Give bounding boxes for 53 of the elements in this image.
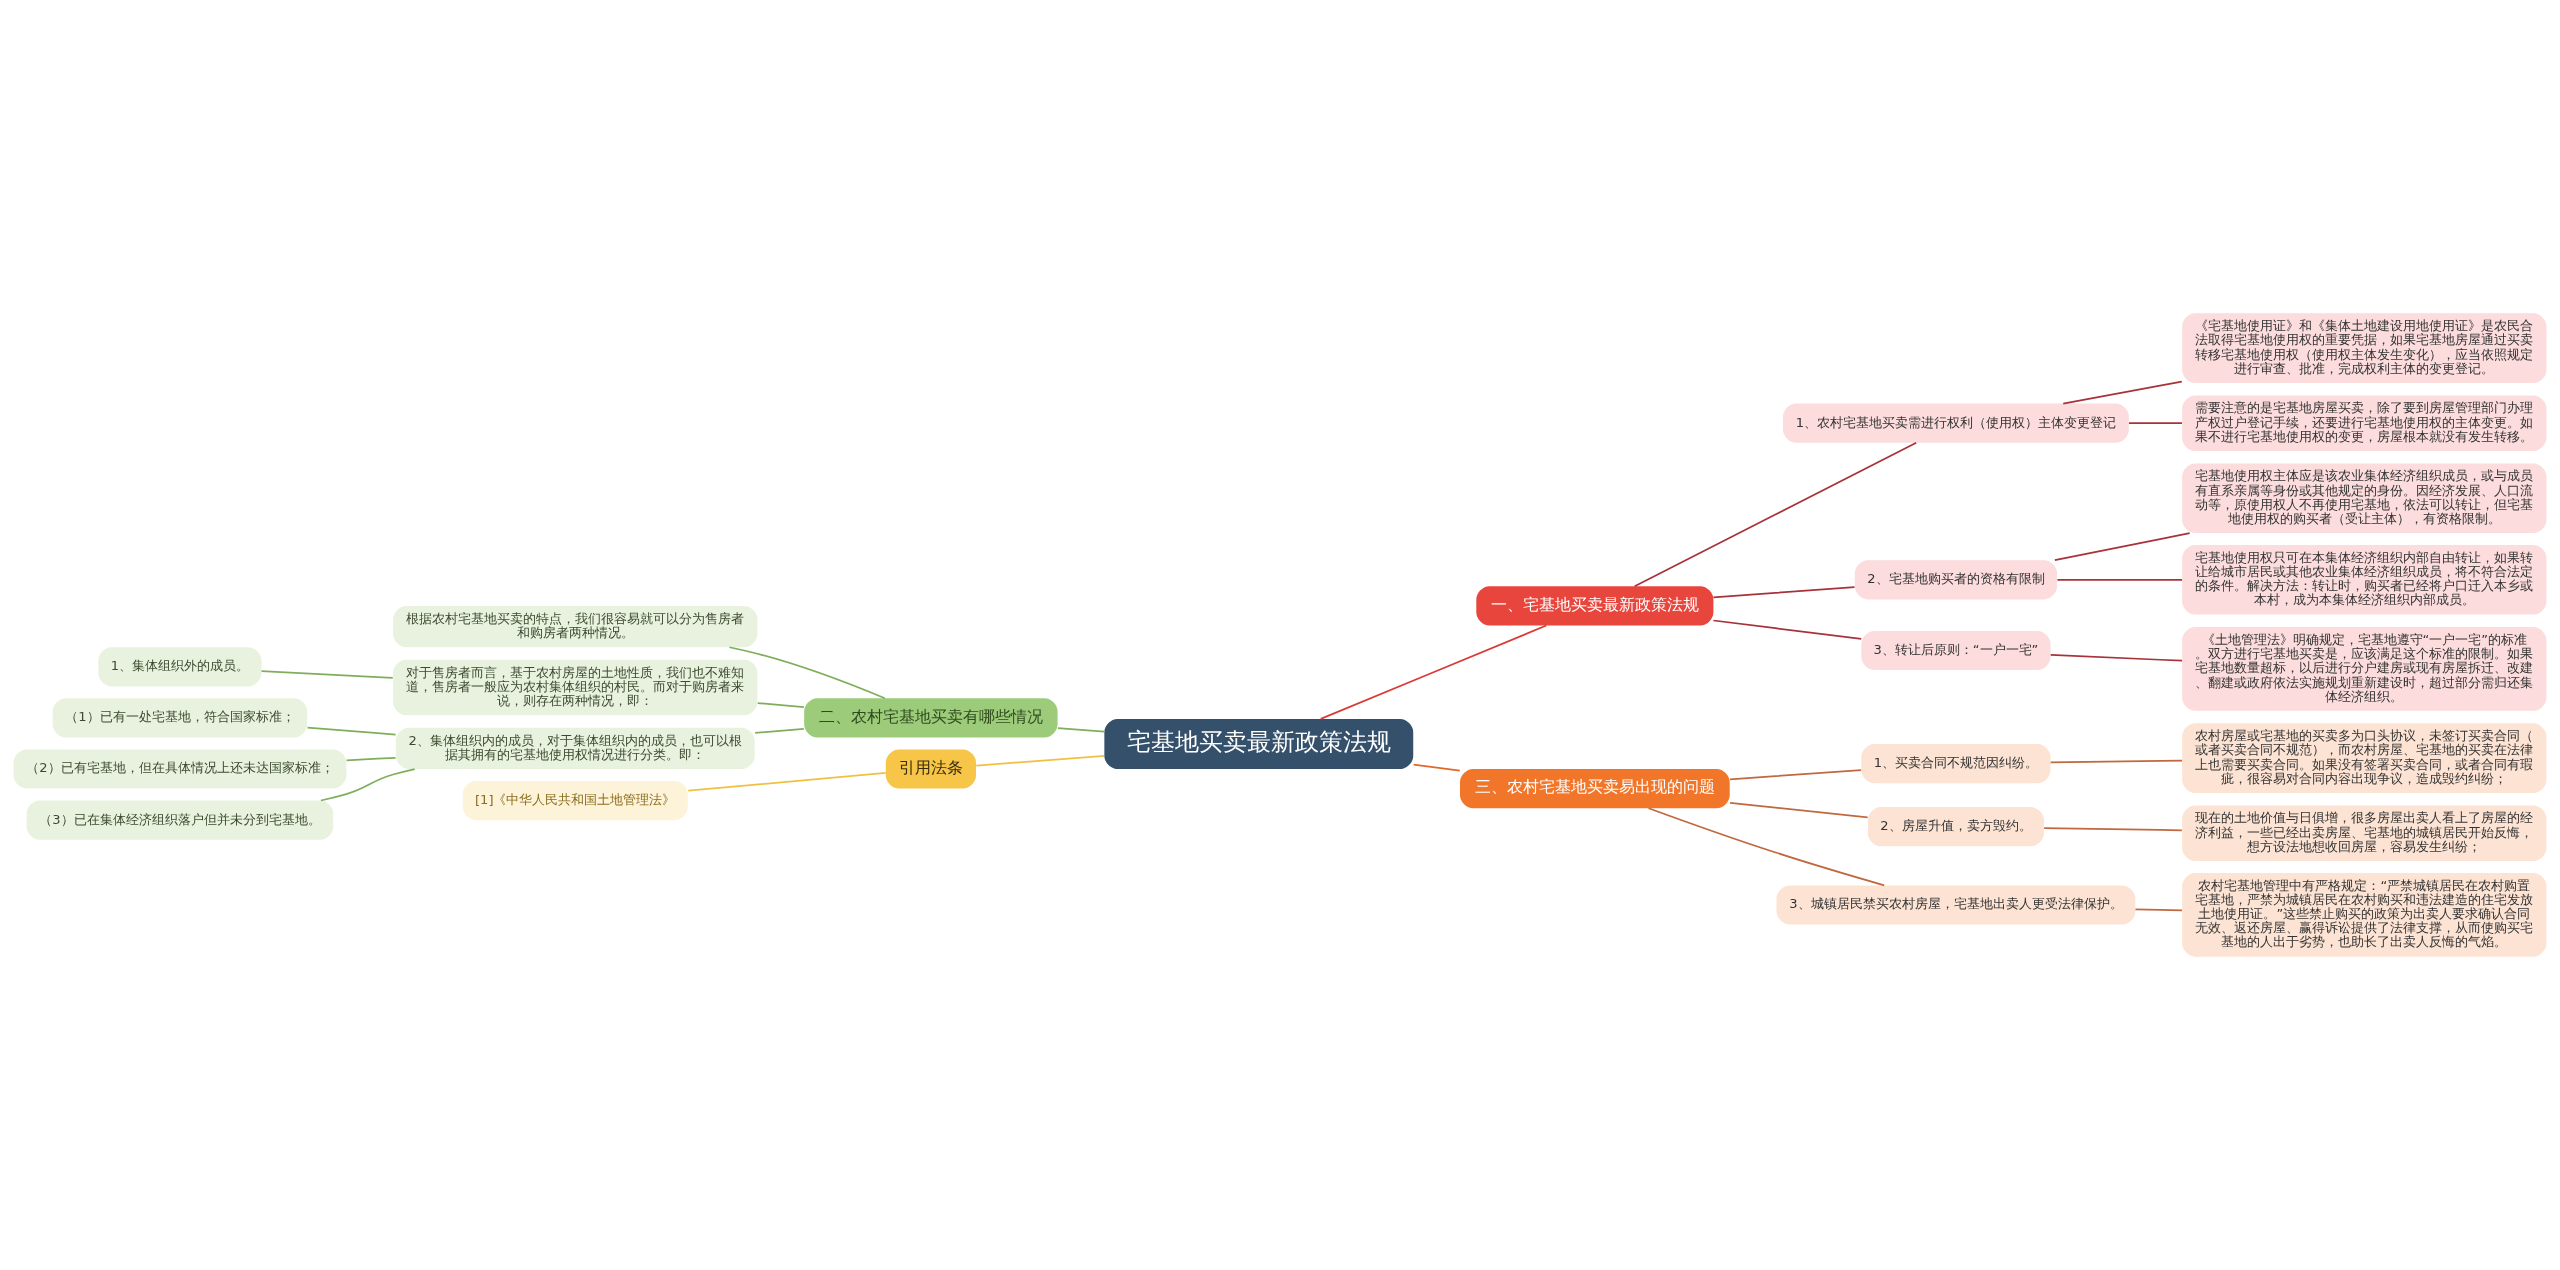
connector <box>1319 624 1548 720</box>
node-box: （2）已有宅基地，但在具体情况上还未达国家标准； <box>13 749 347 789</box>
connector <box>345 756 397 762</box>
node-box: （3）已在集体经济组织落户但并未分到宅基地。 <box>26 800 334 840</box>
connector <box>260 670 394 679</box>
node-box: 《土地管理法》明确规定，宅基地遵守“一户一宅”的标准。双方进行宅基地买卖是，应该满足这个标准的限制。如果宅基地数量超标，以后进行分户建房或现有房屋拆迁、改建、翻建或政府依法实施规划重新建设时，超过部分需归还集体经济组织。 <box>2182 627 2547 711</box>
connector <box>2128 422 2183 425</box>
connector <box>2062 380 2183 405</box>
node-box: 2、宅基地购买者的资格有限制 <box>1854 560 2058 600</box>
node-box: 对于售房者而言，基于农村房屋的土地性质，我们也不难知道，售房者一般应为农村集体组织的村民。而对于购房者来说，则存在两种情况，即： <box>393 659 758 716</box>
connector <box>1729 802 1869 819</box>
connector <box>1633 441 1918 588</box>
connector <box>2043 827 2183 832</box>
node-box: 二、农村宅基地买卖有哪些情况 <box>804 698 1058 738</box>
connector <box>756 702 805 708</box>
connector <box>2134 908 2183 912</box>
connector <box>2049 759 2183 764</box>
connector <box>1057 727 1106 733</box>
node-box: 2、集体组织内的成员，对于集体组织内的成员，也可以根据其拥有的宅基地使用权情况进行分类。即： <box>395 727 755 770</box>
node-box: 3、转让后原则：“一户一宅” <box>1861 630 2051 671</box>
node-box: 宅基地买卖最新政策法规 <box>1104 719 1414 770</box>
connector <box>1412 763 1461 772</box>
connector <box>1712 619 1863 640</box>
node-box: 3、城镇居民禁买农村房屋，宅基地出卖人更受法律保护。 <box>1776 885 2136 925</box>
connector <box>1712 586 1856 599</box>
connector <box>2056 578 2183 581</box>
node-box: 农村宅基地管理中有严格规定：“严禁城镇居民在农村购置宅基地，严禁为城镇居民在农村购买和违法建造的住宅发放土地使用证。”这些禁止购买的政策为出卖人要求确认合同无效、返还房屋、赢得诉讼提供了法律支撑，从而使购买宅基地的人出于劣势，也助长了出卖人反悔的气焰。 <box>2182 872 2547 957</box>
connector <box>320 768 416 802</box>
connector <box>754 727 805 734</box>
node-box: 2、房屋升值，卖方毁约。 <box>1867 807 2044 847</box>
connector <box>2053 532 2191 562</box>
connector <box>2049 653 2183 662</box>
node-box: 一、宅基地买卖最新政策法规 <box>1476 586 1714 626</box>
connector <box>1647 807 1886 887</box>
node-box: 三、农村宅基地买卖易出现的问题 <box>1460 769 1730 809</box>
node-box: 宅基地使用权主体应是该农业集体经济组织成员，或与成员有直系亲属等身份或其他规定的身份。因经济发展、人口流动等，原使用权人不再使用宅基地，依法可以转让，但宅基地使用权的购买者（受让主体），有资格限制。 <box>2182 463 2547 534</box>
connector <box>306 726 397 736</box>
node-box: 现在的土地价值与日俱增，很多房屋出卖人看上了房屋的经济利益，一些已经出卖房屋、宅基地的城镇居民开始反悔，想方设法地想收回房屋，容易发生纠纷； <box>2182 805 2547 861</box>
node-box: 需要注意的是宅基地房屋买卖，除了要到房屋管理部门办理产权过户登记手续，还要进行宅基地使用权的主体变更。如果不进行宅基地使用权的变更，房屋根本就没有发生转移。 <box>2182 395 2547 451</box>
connector <box>975 754 1105 767</box>
node-box: （1）已有一处宅基地，符合国家标准； <box>52 698 308 738</box>
connector <box>1729 769 1862 781</box>
node-box: 根据农村宅基地买卖的特点，我们很容易就可以分为售房者和购房者两种情况。 <box>393 605 758 648</box>
node-box: 引用法条 <box>885 749 976 789</box>
node-box: 农村房屋或宅基地的买卖多为口头协议，未签订买卖合同（或者买卖合同不规范），而农村房屋、宅基地的买卖在法律上也需要买卖合同。如果没有签署买卖合同，或者合同有瑕疵，很容易对合同内容出现争议，造成毁约纠纷； <box>2182 723 2547 793</box>
connector <box>687 772 887 792</box>
connector <box>728 646 886 700</box>
node-box: 《宅基地使用证》和《集体土地建设用地使用证》是农民合法取得宅基地使用权的重要凭据，如果宅基地房屋通过买卖转移宅基地使用权（使用权主体发生变化），应当依照规定进行审查、批准，完成权利主体的变更登记。 <box>2182 313 2547 383</box>
node-box: 1、集体组织外的成员。 <box>98 647 262 687</box>
node-box: [1]《中华人民共和国土地管理法》 <box>462 781 688 821</box>
node-box: 1、农村宅基地买卖需进行权利（使用权）主体变更登记 <box>1783 403 2129 443</box>
node-box: 1、买卖合同不规范因纠纷。 <box>1861 744 2051 784</box>
node-box: 宅基地使用权只可在本集体经济组织内部自由转让，如果转让给城市居民或其他农业集体经济组织成员，将不符合法定的条件。解决方法：转让时，购买者已经将户口迁入本乡或本村，成为本集体经济组织内部成员。 <box>2182 545 2547 615</box>
